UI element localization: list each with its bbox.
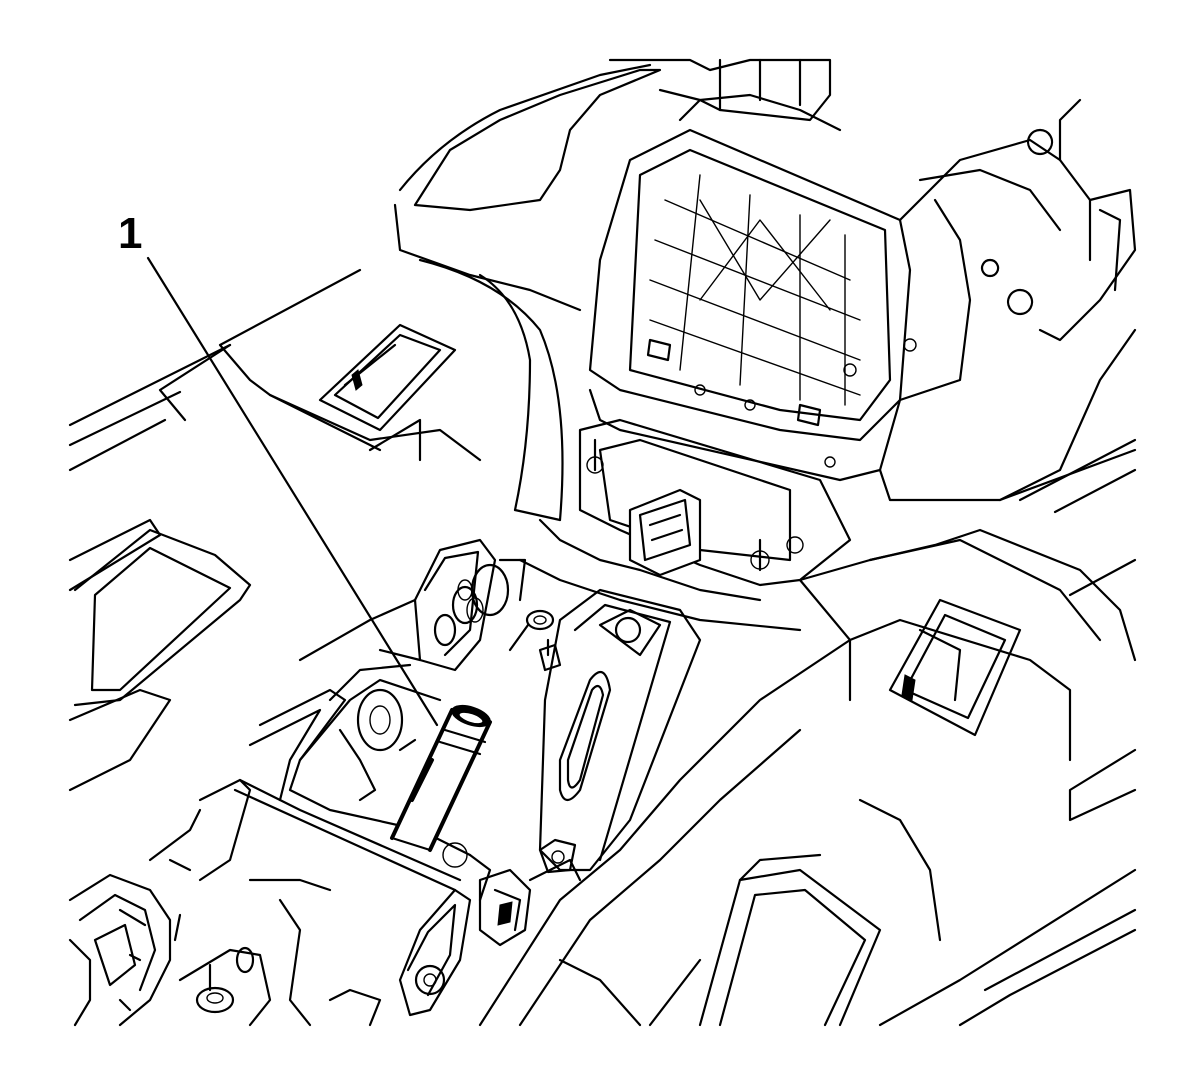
lower-left-mechanism: [68, 778, 382, 1027]
pivot-plate: [298, 538, 497, 672]
console-body: [158, 63, 662, 522]
callout-label-1: 1: [118, 209, 143, 258]
center-bracket: [518, 418, 852, 702]
floor-panels: [68, 343, 1137, 1027]
shifter-housing: [588, 58, 1137, 502]
left-floor-pocket: [73, 528, 252, 707]
right-console-wall: [798, 528, 1137, 762]
callout-1-leader: [146, 256, 439, 727]
left-slot: [318, 323, 457, 432]
cradle: [233, 663, 582, 1017]
bottom-right-pocket: [698, 798, 942, 1027]
shift-bracket: [538, 588, 702, 874]
cylinder-component: [390, 704, 492, 852]
bottom-console-wall: [478, 638, 852, 1027]
